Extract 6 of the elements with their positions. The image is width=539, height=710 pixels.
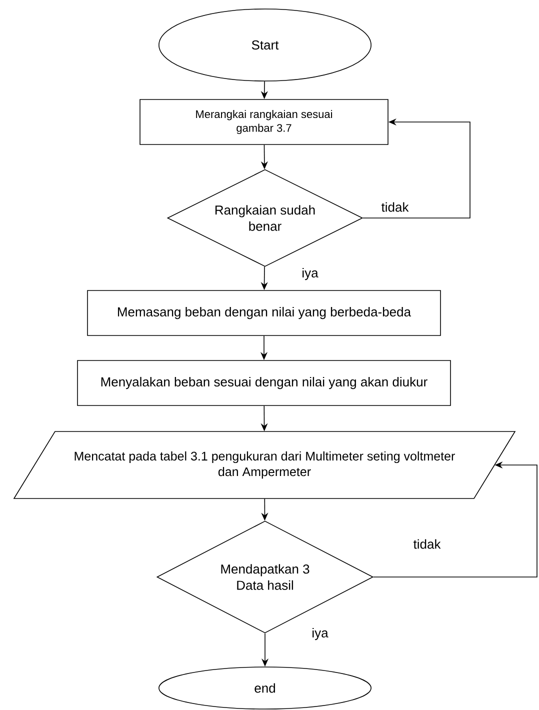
process-box: Menyalakan beban sesuai dengan nilai yang akan diukur [77,360,451,406]
edge-label: iya [300,266,320,282]
edge-label: tidak [412,538,442,550]
process-box: Merangkai rangkaian sesuai gambar 3.7 [140,99,388,145]
process-box: Memasang beban dengan nilai yang berbeda-beda [87,290,441,336]
edge-label: tidak [380,201,410,213]
